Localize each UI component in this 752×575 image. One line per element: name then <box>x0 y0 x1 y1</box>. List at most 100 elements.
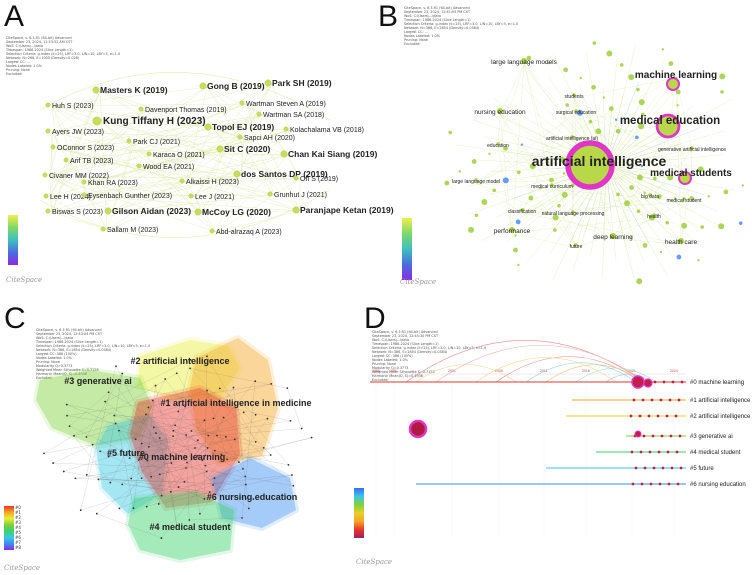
minor-keyword-node <box>515 219 521 225</box>
minor-keyword-node <box>630 236 633 239</box>
cluster-node <box>91 443 94 446</box>
reference-node-circle <box>216 145 224 153</box>
cluster-link <box>189 368 271 456</box>
minor-keyword-node <box>561 191 568 198</box>
keyword-link <box>571 97 575 141</box>
keyword-link <box>605 94 658 167</box>
minor-keyword-node <box>615 128 621 134</box>
citation-link <box>211 127 289 156</box>
keyword-link <box>675 77 682 245</box>
reference-node-label: Grunhut J (2021) <box>274 192 327 199</box>
cluster-link <box>98 412 244 480</box>
cluster-legend-label: #2 <box>15 515 21 520</box>
minor-keyword-node <box>635 135 639 140</box>
cluster-link <box>53 444 93 464</box>
cluster-node <box>205 470 208 473</box>
cluster-link <box>205 437 312 466</box>
reference-node-label: Eysenbach Gunther (2023) <box>88 193 172 200</box>
panel-a: A CiteSpace, v. 6.3.R1 (64-bit) Advanced… <box>0 0 394 288</box>
cluster-node <box>233 438 236 441</box>
keyword-link <box>605 165 635 282</box>
cluster-link <box>118 430 134 509</box>
timeline-label: #3 generative ai <box>690 434 733 440</box>
citation-link <box>56 147 289 156</box>
timeline-node <box>634 466 638 470</box>
citation-link <box>262 114 301 180</box>
reference-node-label: McCoy LG (2020) <box>202 207 271 217</box>
keyword-node-circle <box>571 210 575 214</box>
cluster-node <box>241 516 243 519</box>
cluster-legend-label: #5 <box>15 530 21 535</box>
cluster-link <box>287 388 302 429</box>
citation-link <box>132 86 208 143</box>
minor-keyword-node <box>474 213 479 218</box>
cluster-link <box>176 373 194 403</box>
panel-a-metadata: CiteSpace, v. 6.3.R1 (64-bit) Advanced S… <box>6 36 121 76</box>
cluster-link <box>148 390 208 408</box>
cluster-node <box>289 419 292 422</box>
citation-link <box>51 131 71 162</box>
citation-link <box>132 141 217 233</box>
cluster-link <box>197 447 208 456</box>
minor-keyword-node <box>557 203 561 208</box>
minor-keyword-node <box>676 254 682 260</box>
cluster-link <box>69 392 109 427</box>
keyword-node: natural language processing <box>542 210 605 217</box>
citation-link <box>87 166 144 184</box>
reference-node-circle <box>92 116 102 126</box>
timeline-arc <box>435 344 647 383</box>
cluster-node <box>43 452 45 455</box>
cluster-link <box>161 414 256 539</box>
reference-node: Alkaissi H (2023) <box>179 178 239 186</box>
panel-b: B CiteSpace, v. 6.3.R1 (64-bit) Advanced… <box>376 0 752 288</box>
reference-node: Eysenbach Gunther (2023) <box>81 192 172 200</box>
cluster-node <box>121 483 124 486</box>
timeline-node <box>670 466 674 470</box>
reference-node-circle <box>292 206 300 214</box>
citation-link <box>273 178 301 196</box>
reference-node-circle <box>126 138 132 144</box>
keyword-node-circle <box>509 227 515 233</box>
citation-link <box>102 121 144 168</box>
timeline-node <box>658 482 662 486</box>
timeline-node <box>631 482 635 486</box>
cluster-node <box>186 461 188 464</box>
cluster-link <box>122 460 148 485</box>
cluster-node <box>157 503 160 505</box>
timeline-node <box>632 398 636 402</box>
cluster-node <box>113 414 116 417</box>
citation-link <box>142 166 203 214</box>
cluster-node <box>206 447 209 449</box>
cluster-link <box>159 437 177 459</box>
reference-node: Karaca O (2021) <box>146 151 205 159</box>
burst-node <box>631 375 645 389</box>
minor-keyword-node <box>516 170 521 175</box>
cluster-link <box>115 366 179 488</box>
cluster-node <box>145 505 148 508</box>
keyword-link <box>605 165 669 279</box>
cluster-link <box>80 471 207 511</box>
timeline-node <box>642 434 646 438</box>
cluster-node <box>177 410 180 413</box>
reference-node-circle <box>280 150 288 158</box>
citation-link <box>51 105 58 149</box>
reference-node-circle <box>81 179 87 185</box>
keyword-node-circle <box>521 58 527 64</box>
minor-keyword-node <box>444 180 450 186</box>
panel-c: C CiteSpace, v. 6.3.R1 (64-bit) Advanced… <box>0 288 376 575</box>
keyword-link <box>605 165 705 196</box>
reference-node-circle <box>233 170 241 178</box>
panel-a-network: Masters K (2019)Gong B (2019)Park SH (20… <box>39 72 394 238</box>
keyword-node: education <box>487 142 509 149</box>
minor-keyword-node <box>502 177 509 184</box>
citation-link <box>194 129 291 198</box>
cluster-link <box>100 451 205 500</box>
cluster-node <box>286 387 289 390</box>
timeline-node <box>675 450 679 454</box>
keyword-link <box>649 197 682 245</box>
citation-link <box>87 149 225 184</box>
cluster-node <box>95 512 98 515</box>
keyword-link <box>497 146 553 189</box>
minor-keyword-node <box>488 152 491 155</box>
